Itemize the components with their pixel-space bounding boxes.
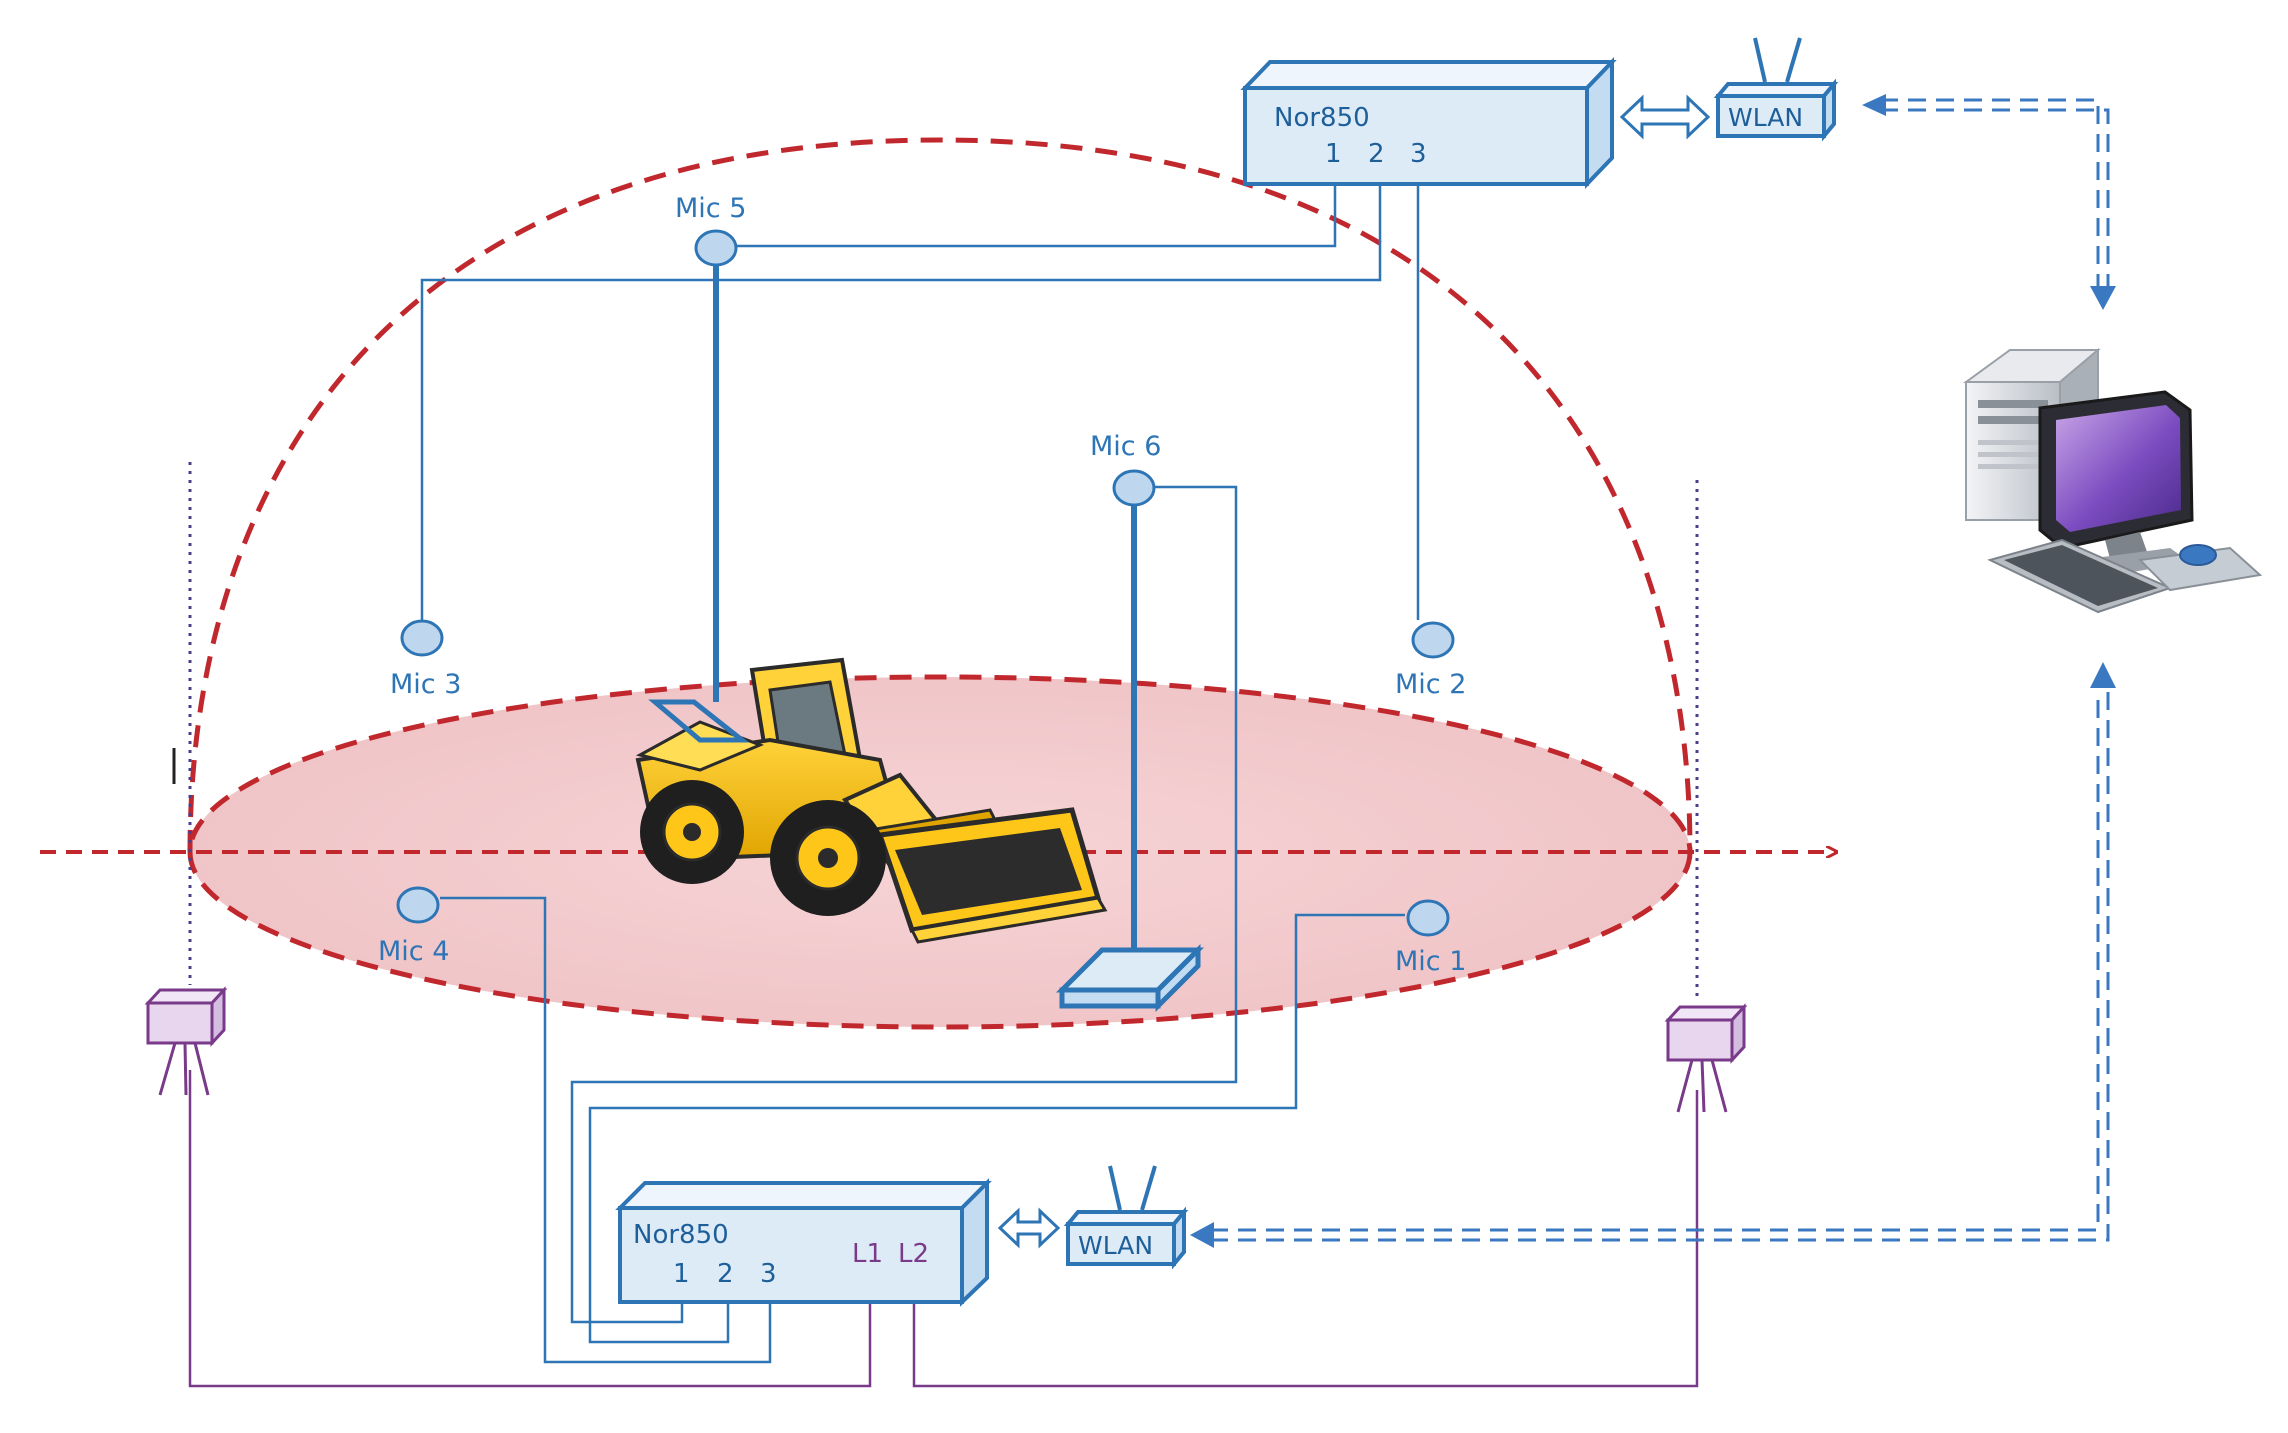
top-port-2-label: 2 (1368, 139, 1385, 169)
mic3-capsule (400, 619, 444, 657)
antenna-icon (1753, 37, 1767, 83)
top-port-1-label: 1 (1325, 139, 1342, 169)
bottom-wlan-label: WLAN (1078, 1231, 1153, 1260)
mic4-label: Mic 4 (378, 936, 449, 967)
antenna-icon (1108, 1165, 1122, 1211)
mic6-capsule (1112, 469, 1156, 507)
bottom-line-input-2-label: L2 (898, 1239, 929, 1269)
bottom-data-exchange-arrow (997, 1207, 1061, 1249)
mic2-capsule (1411, 621, 1455, 659)
microphone-cables (420, 177, 1420, 1364)
measurement-hemisphere-arc (187, 137, 1693, 853)
top-nor850-analyzer: Nor850 1 2 3 (1240, 57, 1617, 189)
line-input-cables (188, 1070, 1699, 1388)
mic5-stand (648, 262, 750, 743)
bottom-port-2-label: 2 (717, 1259, 734, 1289)
mic5-label: Mic 5 (675, 193, 746, 224)
top-wlan-label: WLAN (1728, 103, 1803, 132)
top-wlan-module: WLAN (1713, 37, 1839, 142)
bottom-port-3-label: 3 (760, 1259, 777, 1289)
mic2-label: Mic 2 (1395, 669, 1466, 700)
mic3-label: Mic 3 (390, 669, 461, 700)
wireless-arrowheads (1190, 94, 2116, 1248)
wheel-loader-icon (635, 657, 1108, 944)
mic4-capsule (396, 886, 440, 924)
wireless-links (1210, 98, 2110, 1242)
mic1-capsule (1406, 899, 1450, 937)
bottom-port-1-label: 1 (673, 1259, 690, 1289)
top-port-3-label: 3 (1410, 139, 1427, 169)
microphone-labels: Mic 5 Mic 6 Mic 3 Mic 2 Mic 4 Mic 1 (378, 193, 1466, 977)
mic5-capsule (694, 229, 738, 267)
top-data-exchange-arrow (1619, 94, 1711, 140)
left-light-barrier-sensor-icon (144, 986, 228, 1096)
mic1-label: Mic 1 (1395, 946, 1466, 977)
microphones (396, 229, 1455, 937)
desktop-computer-icon (1962, 347, 2263, 614)
mic6-label: Mic 6 (1090, 431, 1161, 462)
bottom-wlan-module: WLAN (1063, 1165, 1189, 1270)
top-analyzer-name: Nor850 (1274, 103, 1370, 133)
right-light-barrier-sensor-icon (1664, 1003, 1748, 1113)
bottom-line-input-1-label: L1 (852, 1239, 883, 1269)
mic6-stand (1055, 503, 1205, 1013)
bottom-nor850-analyzer: Nor850 1 2 3 L1 L2 (615, 1178, 992, 1307)
bottom-analyzer-name: Nor850 (633, 1220, 729, 1250)
